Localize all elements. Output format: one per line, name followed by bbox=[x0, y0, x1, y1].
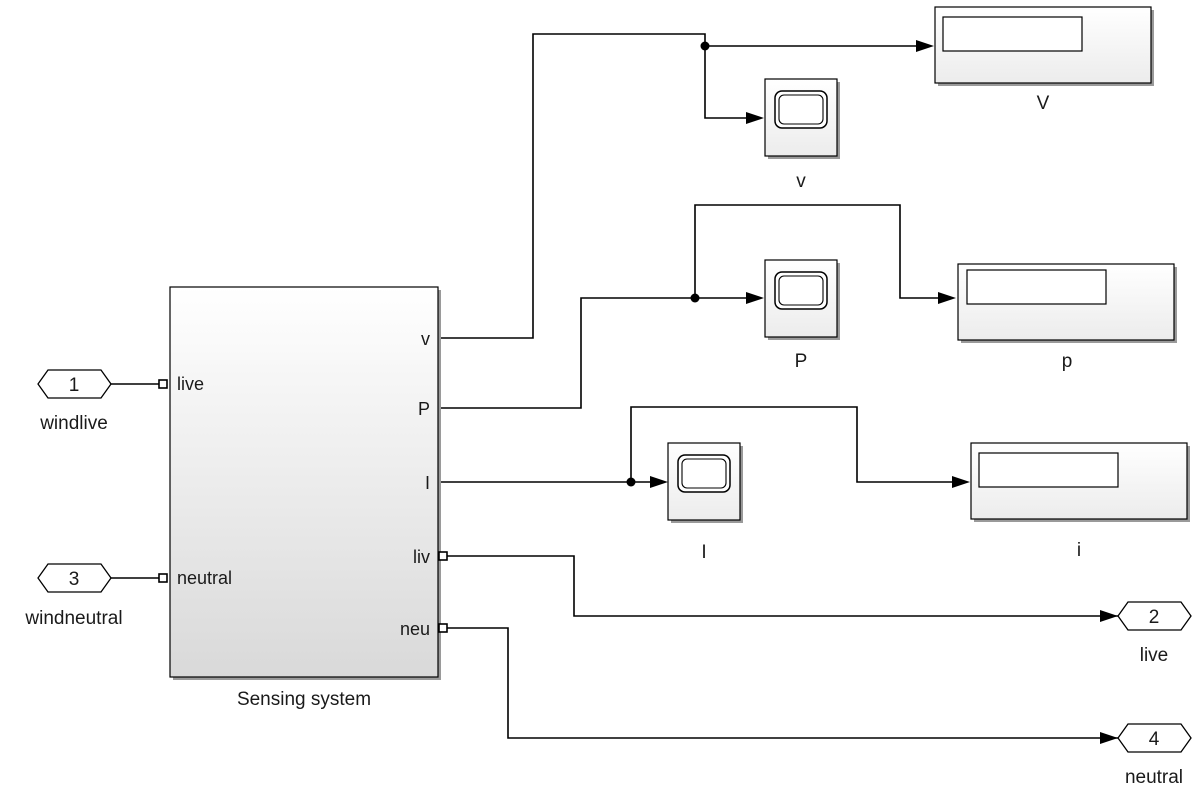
display-label-i: i bbox=[1077, 540, 1081, 561]
display-readout bbox=[978, 452, 1119, 488]
inport-number: 1 bbox=[69, 375, 80, 396]
inport-windneutral[interactable]: 3 bbox=[37, 563, 112, 593]
display-p[interactable] bbox=[957, 263, 1177, 343]
arrowhead-scope-v bbox=[746, 112, 764, 124]
display-i[interactable] bbox=[970, 442, 1190, 522]
output-port-liv[interactable] bbox=[438, 551, 448, 561]
scope-label-v: v bbox=[796, 171, 806, 192]
arrowhead-outport-live bbox=[1100, 610, 1118, 622]
signal-line-neu[interactable] bbox=[446, 627, 1118, 739]
scope-v[interactable] bbox=[764, 78, 840, 159]
port-label-neutral: neutral bbox=[177, 568, 232, 588]
arrowhead-display-p bbox=[938, 292, 956, 304]
signal-line-v[interactable] bbox=[437, 33, 916, 339]
branch-point-i bbox=[626, 477, 636, 487]
display-label-p: p bbox=[1062, 351, 1073, 372]
inport-label-windlive: windlive bbox=[39, 413, 108, 434]
inport-number: 3 bbox=[69, 569, 80, 590]
signal-line-p-branch[interactable] bbox=[694, 204, 938, 299]
outport-number: 4 bbox=[1149, 729, 1160, 750]
inport-windlive[interactable]: 1 bbox=[37, 369, 112, 399]
port-label-p: P bbox=[418, 399, 430, 419]
arrowhead-scope-p bbox=[746, 292, 764, 304]
port-label-liv: liv bbox=[413, 547, 430, 567]
signal-line-p[interactable] bbox=[437, 297, 746, 409]
display-v[interactable] bbox=[934, 6, 1154, 86]
scope-screen-icon bbox=[774, 90, 828, 129]
port-label-live: live bbox=[177, 374, 204, 394]
outport-neutral[interactable]: 4 bbox=[1117, 723, 1192, 753]
sensing-system-block[interactable]: live neutral v P I liv neu bbox=[158, 286, 448, 680]
scope-p[interactable] bbox=[764, 259, 840, 340]
arrowhead-display-i bbox=[952, 476, 970, 488]
output-port-neu[interactable] bbox=[438, 623, 448, 633]
scope-i[interactable] bbox=[667, 442, 743, 523]
scope-screen-icon bbox=[677, 454, 731, 493]
sensing-system-label: Sensing system bbox=[237, 689, 371, 710]
inport-label-windneutral: windneutral bbox=[24, 608, 122, 629]
signal-line-i-branch[interactable] bbox=[630, 406, 952, 483]
scope-label-p: P bbox=[795, 351, 808, 372]
signal-line-v-branch[interactable] bbox=[704, 46, 746, 119]
outport-live[interactable]: 2 bbox=[1117, 601, 1192, 631]
port-label-neu: neu bbox=[400, 619, 430, 639]
branch-point-p bbox=[690, 293, 700, 303]
arrowhead-display-v bbox=[916, 40, 934, 52]
signal-line-liv[interactable] bbox=[446, 555, 1118, 617]
branch-point-v bbox=[700, 41, 710, 51]
arrowhead-scope-i bbox=[650, 476, 668, 488]
display-label-v: V bbox=[1037, 93, 1050, 114]
input-port-live[interactable] bbox=[158, 379, 168, 389]
outport-number: 2 bbox=[1149, 607, 1160, 628]
display-readout bbox=[942, 16, 1083, 52]
input-port-neutral[interactable] bbox=[158, 573, 168, 583]
scope-label-i: I bbox=[701, 542, 706, 563]
scope-screen-icon bbox=[774, 271, 828, 310]
outport-label-live: live bbox=[1140, 645, 1169, 666]
port-label-v: v bbox=[421, 329, 430, 349]
outport-label-neutral: neutral bbox=[1125, 767, 1183, 787]
port-label-i: I bbox=[425, 473, 430, 493]
display-readout bbox=[966, 269, 1107, 305]
arrowhead-outport-neutral bbox=[1100, 732, 1118, 744]
